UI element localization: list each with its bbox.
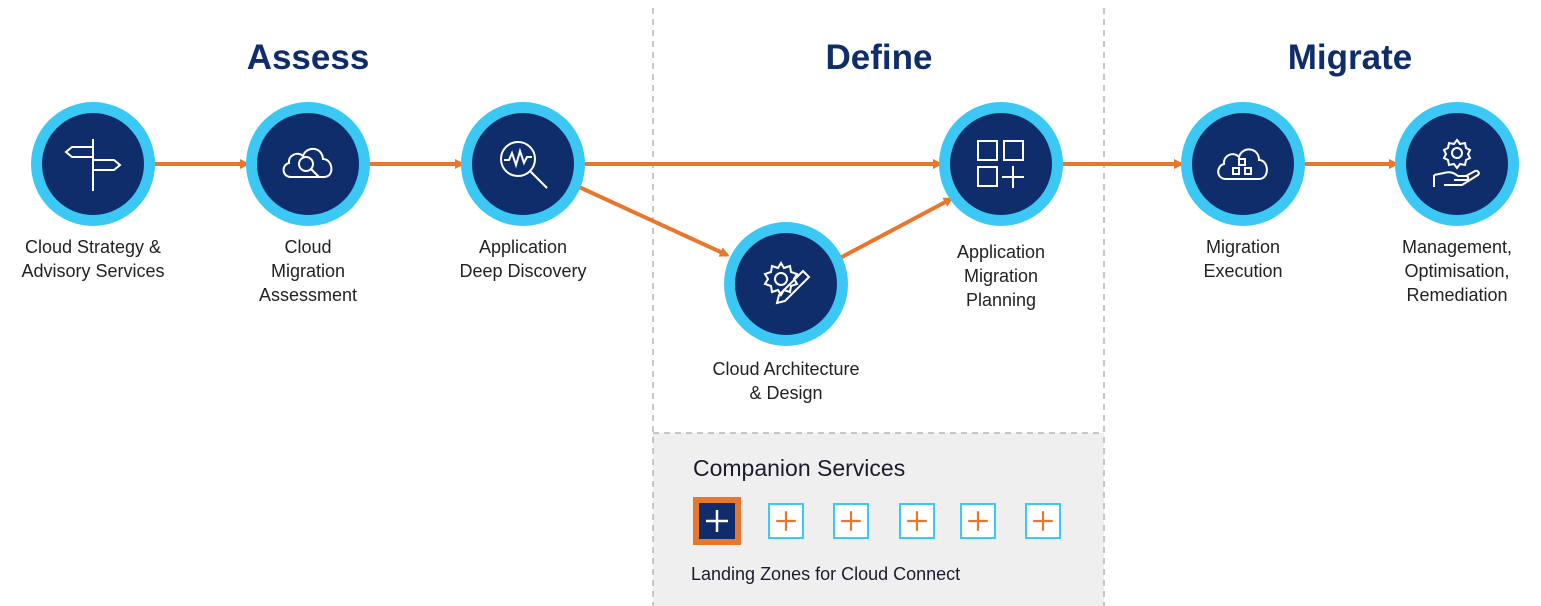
plus-icon: [776, 511, 796, 531]
label-cloud-migration-assessment: Cloud Migration Assessment: [258, 237, 358, 305]
node-cloud-architecture-design[interactable]: [724, 222, 848, 346]
label-management-optimisation-remediation: Management, Optimisation, Remediation: [1401, 237, 1513, 305]
label-cloud-strategy: Cloud Strategy & Advisory Services: [21, 237, 165, 281]
companion-title: Companion Services: [693, 455, 906, 481]
plus-icon: [841, 511, 861, 531]
companion-item[interactable]: [960, 503, 996, 539]
arrow-discovery-architecture: [576, 184, 730, 257]
node-management-optimisation-remediation[interactable]: [1395, 102, 1519, 226]
label-migration-execution: Migration Execution: [1203, 237, 1283, 281]
magnifier-pulse-icon: [500, 141, 548, 189]
node-application-deep-discovery[interactable]: [461, 102, 585, 226]
signpost-icon: [64, 139, 122, 191]
label-cloud-architecture-design: Cloud Architecture & Design: [712, 359, 860, 403]
node-cloud-strategy[interactable]: [31, 102, 155, 226]
node-cloud-migration-assessment[interactable]: [246, 102, 370, 226]
node-application-migration-planning[interactable]: [939, 102, 1063, 226]
phase-title-assess: Assess: [246, 38, 370, 77]
label-application-migration-planning: Application Migration Planning: [956, 242, 1046, 310]
companion-item[interactable]: [833, 503, 869, 539]
companion-services-panel: Companion Services Landing Zones for Clo…: [653, 433, 1104, 606]
cloud-search-icon: [282, 147, 333, 178]
companion-subtitle: Landing Zones for Cloud Connect: [691, 564, 961, 584]
phase-title-migrate: Migrate: [1287, 38, 1413, 77]
arrow-architecture-planning: [839, 197, 954, 260]
plus-icon: [907, 511, 927, 531]
gear-pencil-icon: [763, 261, 811, 305]
gear-hand-icon: [1433, 138, 1480, 187]
plus-icon: [706, 510, 728, 532]
companion-item[interactable]: [899, 503, 935, 539]
grid-plus-icon: [977, 140, 1024, 188]
companion-item[interactable]: [1025, 503, 1061, 539]
phase-title-define: Define: [825, 38, 933, 77]
label-application-deep-discovery: Application Deep Discovery: [459, 237, 587, 281]
companion-item-landing-zones[interactable]: [693, 497, 741, 545]
node-migration-execution[interactable]: [1181, 102, 1305, 226]
companion-item[interactable]: [768, 503, 804, 539]
plus-icon: [1033, 511, 1053, 531]
plus-icon: [968, 511, 988, 531]
cloud-blocks-icon: [1217, 148, 1268, 180]
